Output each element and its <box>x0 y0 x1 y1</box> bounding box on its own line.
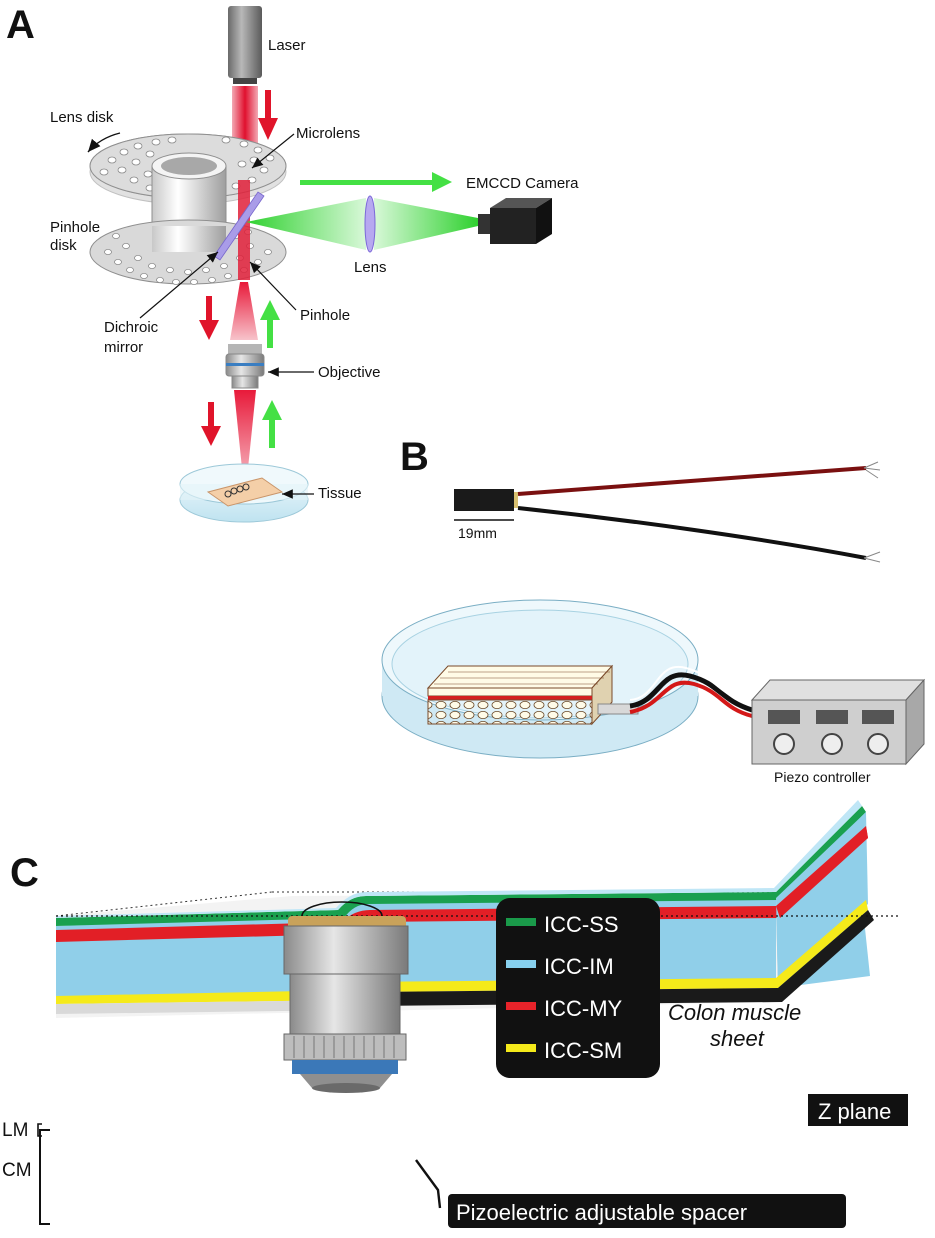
dichroic-pointer <box>139 251 219 319</box>
legend-label: ICC-IM <box>544 954 614 979</box>
cable-black <box>629 672 753 713</box>
legend-box <box>496 898 660 1078</box>
beam-to-tissue <box>234 390 256 488</box>
cable-red <box>629 680 753 718</box>
z-plane-label: Z plane <box>818 1099 891 1124</box>
lm-label: LM <box>2 1120 28 1141</box>
cm-label: CM <box>2 1160 32 1181</box>
pinhole-disk-label-2: disk <box>50 237 77 254</box>
emccd-label: EMCCD Camera <box>466 175 579 192</box>
emccd-camera <box>478 198 552 244</box>
tissue-label: Tissue <box>318 485 362 502</box>
spacer-label: Pizoelectric adjustable spacer <box>456 1200 747 1225</box>
rotation-arrow-icon <box>87 132 121 153</box>
colon-muscle-sheet <box>56 800 874 1018</box>
pinhole-label: Pinhole <box>300 307 350 324</box>
objective-lens <box>225 344 265 389</box>
cylinder-lower <box>152 226 226 252</box>
legend-swatch <box>506 918 536 926</box>
sheet-label-2: sheet <box>710 1026 765 1051</box>
lens-element <box>364 195 376 253</box>
red-wire <box>517 466 867 496</box>
panel-b-letter: B <box>400 435 429 479</box>
legend-swatch <box>506 1002 536 1010</box>
legend-items: ICC-SS ICC-IM ICC-MY ICC-SM <box>506 912 623 1063</box>
pinhole-disk-holes <box>104 228 272 285</box>
sheet-label-1: Colon muscle <box>668 1000 801 1025</box>
emission-cone-2 <box>374 198 478 250</box>
green-arrow-up-icon <box>260 300 280 348</box>
zeiss-objective <box>283 916 409 1093</box>
piezo-actuator <box>454 489 518 511</box>
spacer-pointer <box>415 1159 442 1209</box>
legend-swatch <box>506 960 536 968</box>
controller-label: Piezo controller <box>774 769 871 785</box>
z-plane-tag <box>808 1094 908 1126</box>
cable-white <box>629 665 753 705</box>
cm-bracket <box>39 1129 50 1225</box>
legend-swatch <box>506 1044 536 1052</box>
objective-label: Objective <box>318 364 381 381</box>
red-arrow-down-icon-2 <box>199 296 219 340</box>
legend-label: ICC-MY <box>544 996 623 1021</box>
dichroic-label-1: Dichroic <box>104 319 159 336</box>
lens-label: Lens <box>354 259 387 276</box>
legend-label: ICC-SM <box>544 1038 622 1063</box>
pinhole-disk-label-1: Pinhole <box>50 219 100 236</box>
beam-through-disks <box>238 180 250 280</box>
scale-label: 19mm <box>458 525 497 541</box>
panel-c-letter: C <box>10 851 39 895</box>
laser-label: Laser <box>268 37 306 54</box>
panel-a-letter: A <box>6 3 35 47</box>
laser <box>228 6 262 84</box>
black-wire <box>517 506 867 560</box>
dichroic-label-2: mirror <box>104 339 143 356</box>
red-arrow-down-icon-3 <box>201 402 221 446</box>
piezo-controller <box>750 678 926 766</box>
microlens-label: Microlens <box>296 125 360 142</box>
emission-cone <box>246 198 366 250</box>
legend-label: ICC-SS <box>544 912 619 937</box>
tissue-dish <box>179 463 309 523</box>
microlens-pointer <box>251 133 295 169</box>
green-arrow-up-icon-2 <box>262 400 282 448</box>
tissue-block <box>426 664 639 726</box>
green-arrow-right-icon <box>300 172 452 192</box>
pinhole-pointer <box>249 261 297 311</box>
lens-disk-label: Lens disk <box>50 109 114 126</box>
beam-to-objective <box>230 282 258 340</box>
spacer-tag <box>448 1194 846 1228</box>
red-arrow-down-icon <box>258 90 278 140</box>
black-wire-tip <box>863 551 881 563</box>
dichroic-mirror <box>213 191 265 261</box>
red-wire-tip <box>863 461 881 479</box>
